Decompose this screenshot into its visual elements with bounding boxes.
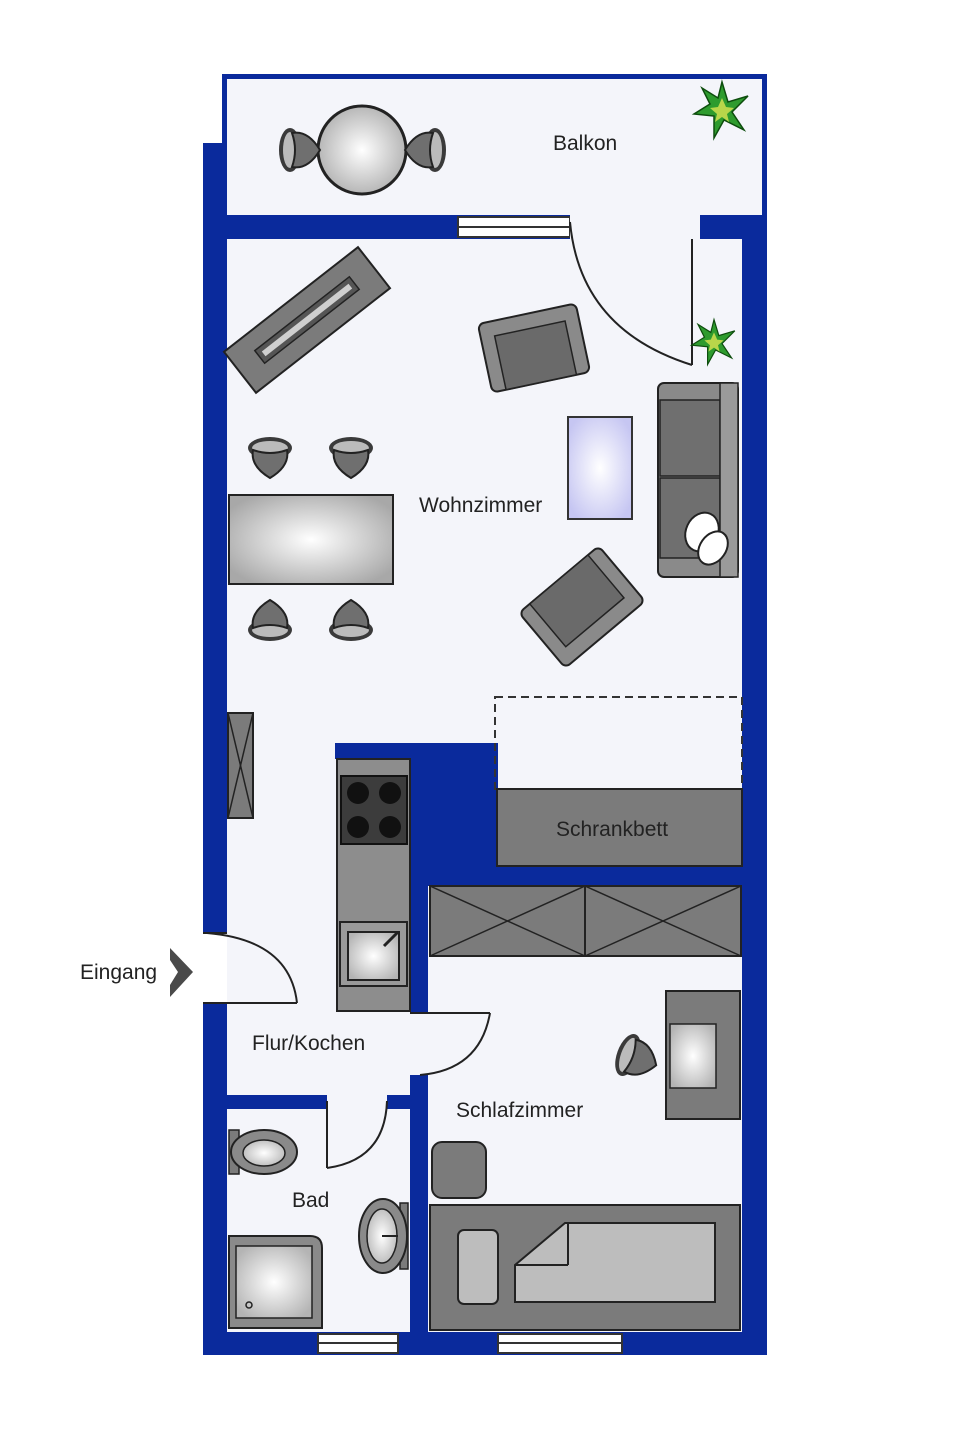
- wardrobe-icon: [227, 712, 254, 819]
- table-icon: [228, 494, 394, 585]
- room-label-wohnzimmer: Wohnzimmer: [419, 494, 542, 517]
- bed-icon: [429, 1204, 741, 1331]
- interior-walls: [227, 743, 742, 1335]
- kitchen-divider-wall: [410, 880, 428, 1013]
- armchair-icon: [520, 547, 644, 667]
- schrankbett: [496, 788, 743, 867]
- desk: [665, 990, 741, 1120]
- left-outer-wall: [203, 143, 227, 1355]
- entrance-door[interactable]: [203, 932, 298, 1004]
- windows: [317, 216, 623, 1354]
- entrance-arrow-icon: [170, 948, 193, 997]
- schrankbett-backing: [408, 866, 742, 886]
- wardrobe-icon: [429, 885, 742, 957]
- bath-door[interactable]: [326, 1095, 388, 1169]
- room-label-schlafzimmer: Schlafzimmer: [456, 1099, 583, 1122]
- coffee-table: [567, 416, 633, 520]
- plant-icon: [691, 79, 749, 141]
- sofa-icon: [657, 382, 739, 578]
- shower-icon: [228, 1235, 323, 1329]
- room-label-balkon: Balkon: [553, 132, 617, 155]
- bathroom-sink: [358, 1198, 409, 1274]
- stove-icon: [340, 775, 408, 845]
- core-wall-block: [408, 743, 498, 883]
- room-label-schrankbett: Schrankbett: [556, 818, 668, 841]
- armchair-icon: [477, 303, 591, 393]
- balcony-table: [316, 104, 408, 196]
- balcony-rail-right: [762, 74, 767, 216]
- nightstand: [431, 1141, 487, 1199]
- bedroom-left-wall: [410, 1095, 428, 1335]
- balcony-rail-left: [222, 74, 227, 216]
- room-label-flur-kochen: Flur/Kochen: [252, 1032, 365, 1055]
- toilet-icon: [228, 1129, 298, 1175]
- bottom-outer-wall: [203, 1332, 767, 1355]
- bedroom-door[interactable]: [410, 1012, 491, 1076]
- plant-icon: [689, 317, 736, 367]
- balcony-door[interactable]: [569, 215, 700, 366]
- tv-sideboard: [222, 245, 392, 395]
- kitchen-wall-top: [335, 743, 430, 759]
- bath-top-wall-right: [387, 1095, 417, 1109]
- room-label-eingang: Eingang: [80, 961, 157, 984]
- balcony-rail: [222, 74, 767, 79]
- right-outer-wall: [742, 215, 767, 1355]
- bath-top-wall-left: [227, 1095, 327, 1109]
- room-label-bad: Bad: [292, 1189, 329, 1212]
- sink-icon: [339, 921, 408, 987]
